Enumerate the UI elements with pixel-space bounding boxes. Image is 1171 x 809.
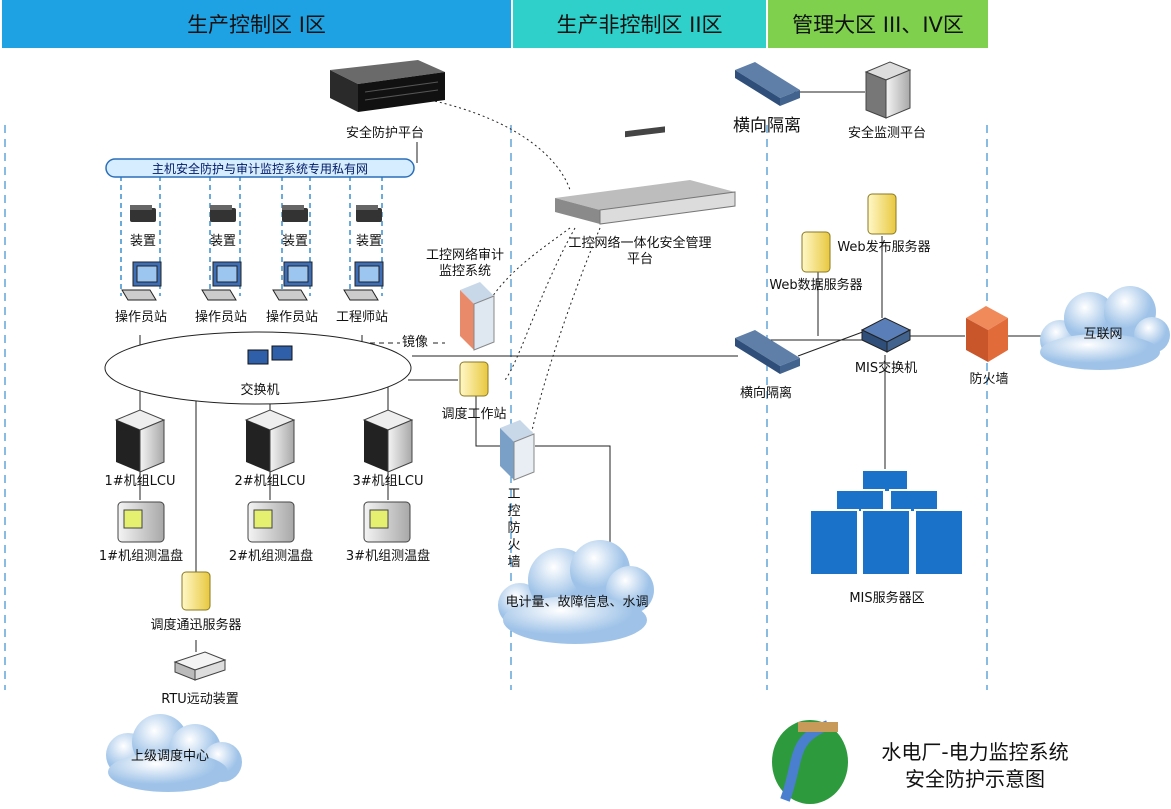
operator-station-label: 操作员站 <box>194 310 248 325</box>
temp1-label: 1#机组测温盘 <box>98 549 184 564</box>
iso-top-label: 横向隔离 <box>733 116 801 136</box>
dispatch-workstation-icon <box>459 361 489 397</box>
mgmt-platform-label: 工控网络一体化安全管理 平台 <box>568 236 712 267</box>
iso-mid-label: 横向隔离 <box>739 386 793 401</box>
firewall-label: 防火墙 <box>969 372 1009 387</box>
device-icon <box>130 205 156 222</box>
lcu-icon <box>362 409 414 473</box>
ics-firewall-label: 工控防火墙 <box>507 487 521 570</box>
firewall-icon <box>966 306 1008 362</box>
private-net-label: 主机安全防护与审计监控系统专用私有网 <box>151 161 368 176</box>
ics-firewall-icon <box>500 420 535 481</box>
zone-header-3: 管理大区 III、IV区 <box>768 0 988 48</box>
lan-ellipse <box>104 331 412 405</box>
lcu3-label: 3#机组LCU <box>352 474 424 489</box>
audit-system-icon <box>460 282 495 351</box>
operator-station-label: 操作员站 <box>114 310 168 325</box>
isolator-icon <box>735 62 800 106</box>
device-label: 装置 <box>355 234 383 249</box>
security-platform-icon <box>330 60 445 112</box>
cloud-icon <box>1040 286 1170 370</box>
device-label: 装置 <box>281 234 309 249</box>
mgmt-dotted-links <box>429 99 601 441</box>
temp2-label: 2#机组测温盘 <box>228 549 314 564</box>
workstation-icon <box>201 261 242 301</box>
device-icon <box>282 205 308 222</box>
hydro-logo-icon <box>772 720 848 804</box>
web-publish-label: Web发布服务器 <box>837 240 931 255</box>
dispatch-server-icon <box>181 571 211 611</box>
internet-label: 互联网 <box>1083 327 1123 342</box>
mis-server-zone-icon <box>809 469 964 576</box>
zone-3-label: 管理大区 III、IV区 <box>792 13 964 37</box>
upper-center-label: 上级调度中心 <box>130 749 210 764</box>
private-net-bus <box>105 158 415 178</box>
zone-2-label: 生产非控制区 II区 <box>556 13 723 37</box>
device-icon <box>356 205 382 222</box>
rtu-icon <box>173 651 227 681</box>
mgmt-platform-icon <box>555 126 736 225</box>
lcu-icon <box>114 409 166 473</box>
operator-station-label: 操作员站 <box>265 310 319 325</box>
device-label: 装置 <box>209 234 237 249</box>
mis-switch-icon <box>860 317 912 353</box>
web-publish-server-icon <box>867 193 897 235</box>
audit-system-label: 工控网络审计 监控系统 <box>425 248 505 279</box>
device-icon <box>210 205 236 222</box>
dispatch-server-label: 调度通迅服务器 <box>150 618 242 633</box>
zone-header-1: 生产控制区 I区 <box>2 0 511 48</box>
web-data-label: Web数据服务器 <box>769 278 863 293</box>
workstation-icon <box>121 261 162 301</box>
zone-header-2: 生产非控制区 II区 <box>513 0 766 48</box>
switch-icon <box>247 345 293 365</box>
workstation-icon <box>343 261 384 301</box>
lcu2-label: 2#机组LCU <box>234 474 306 489</box>
dispatch-ws-label: 调度工作站 <box>441 407 507 422</box>
lcu-icon <box>244 409 296 473</box>
isolator-icon <box>735 330 800 374</box>
web-data-server-icon <box>801 231 831 273</box>
mirror-label: 镜像 <box>400 335 431 351</box>
monitor-platform-label: 安全监测平台 <box>847 126 927 141</box>
zone-dividers <box>4 125 988 690</box>
workstation-icon <box>272 261 313 301</box>
mis-zone-label: MIS服务器区 <box>849 591 925 606</box>
mis-switch-label: MIS交换机 <box>854 361 918 376</box>
energy-label: 电计量、故障信息、水调 <box>505 595 649 610</box>
monitor-server-icon <box>864 61 912 119</box>
cloud-icon <box>498 540 654 644</box>
lcu1-label: 1#机组LCU <box>104 474 176 489</box>
switch-label: 交换机 <box>240 383 280 398</box>
temp-panel-icon <box>363 501 411 543</box>
security-platform-label: 安全防护平台 <box>345 126 425 141</box>
title-line-1: 水电厂-电力监控系统 <box>881 740 1069 764</box>
temp-panel-icon <box>117 501 165 543</box>
diagram-title: 水电厂-电力监控系统 安全防护示意图 <box>881 739 1068 793</box>
temp-panel-icon <box>247 501 295 543</box>
cloud-icon <box>106 714 242 792</box>
temp3-label: 3#机组测温盘 <box>345 549 431 564</box>
device-label: 装置 <box>129 234 157 249</box>
rtu-label: RTU远动装置 <box>161 692 239 707</box>
title-line-2: 安全防护示意图 <box>905 767 1045 791</box>
zone-1-label: 生产控制区 I区 <box>187 13 326 37</box>
engineer-station-label: 工程师站 <box>335 310 389 325</box>
